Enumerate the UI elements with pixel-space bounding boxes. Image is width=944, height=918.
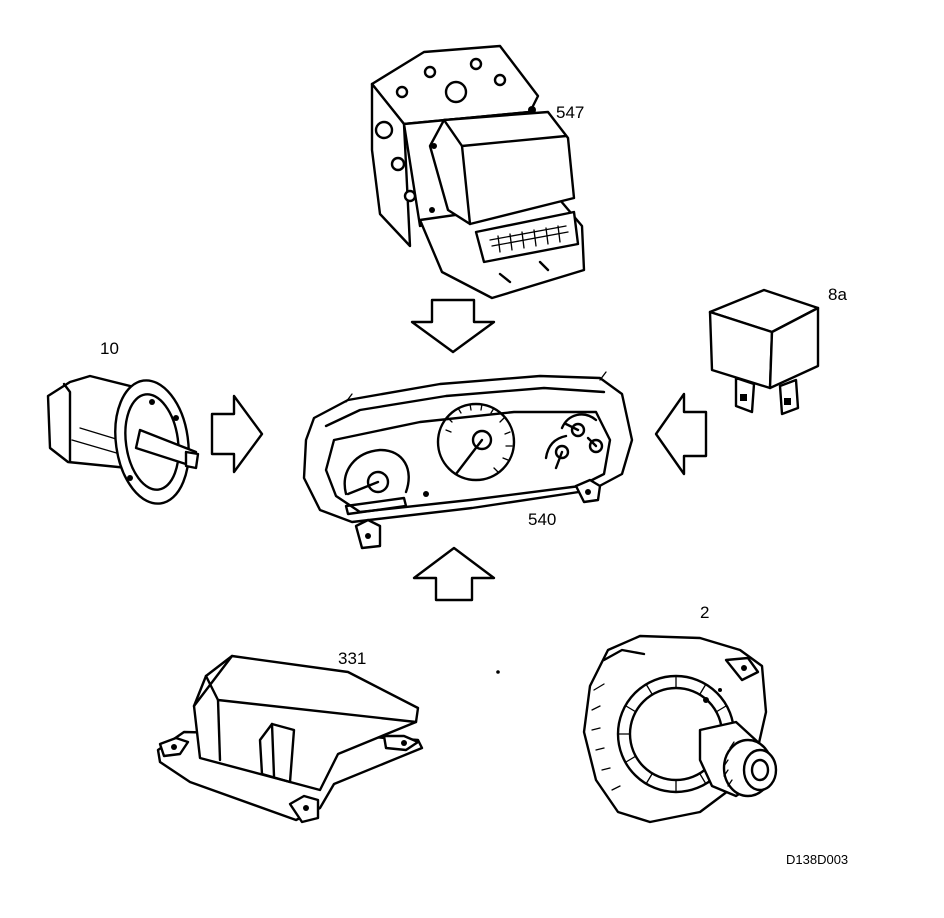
ignition-switch-drawing (46, 374, 200, 505)
instrument-cluster-drawing (302, 371, 634, 550)
arrow-down (410, 298, 496, 354)
label-ignition-switch: 10 (100, 339, 119, 358)
arrow-right (210, 394, 264, 474)
relay-drawing (708, 288, 820, 416)
drawing-code: D138D003 (786, 852, 849, 867)
label-instrument-cluster: 540 (528, 510, 557, 529)
airbag-module-drawing (156, 654, 424, 824)
label-abs-module: 547 (556, 103, 585, 122)
label-relay: 8a (828, 285, 847, 304)
arrow-left (654, 392, 708, 476)
alternator-drawing (582, 634, 778, 824)
arrow-up (412, 546, 496, 602)
stray-dot (496, 670, 500, 674)
label-airbag-module: 331 (338, 649, 367, 668)
abs-module-drawing (370, 44, 586, 300)
label-alternator: 2 (700, 603, 710, 622)
